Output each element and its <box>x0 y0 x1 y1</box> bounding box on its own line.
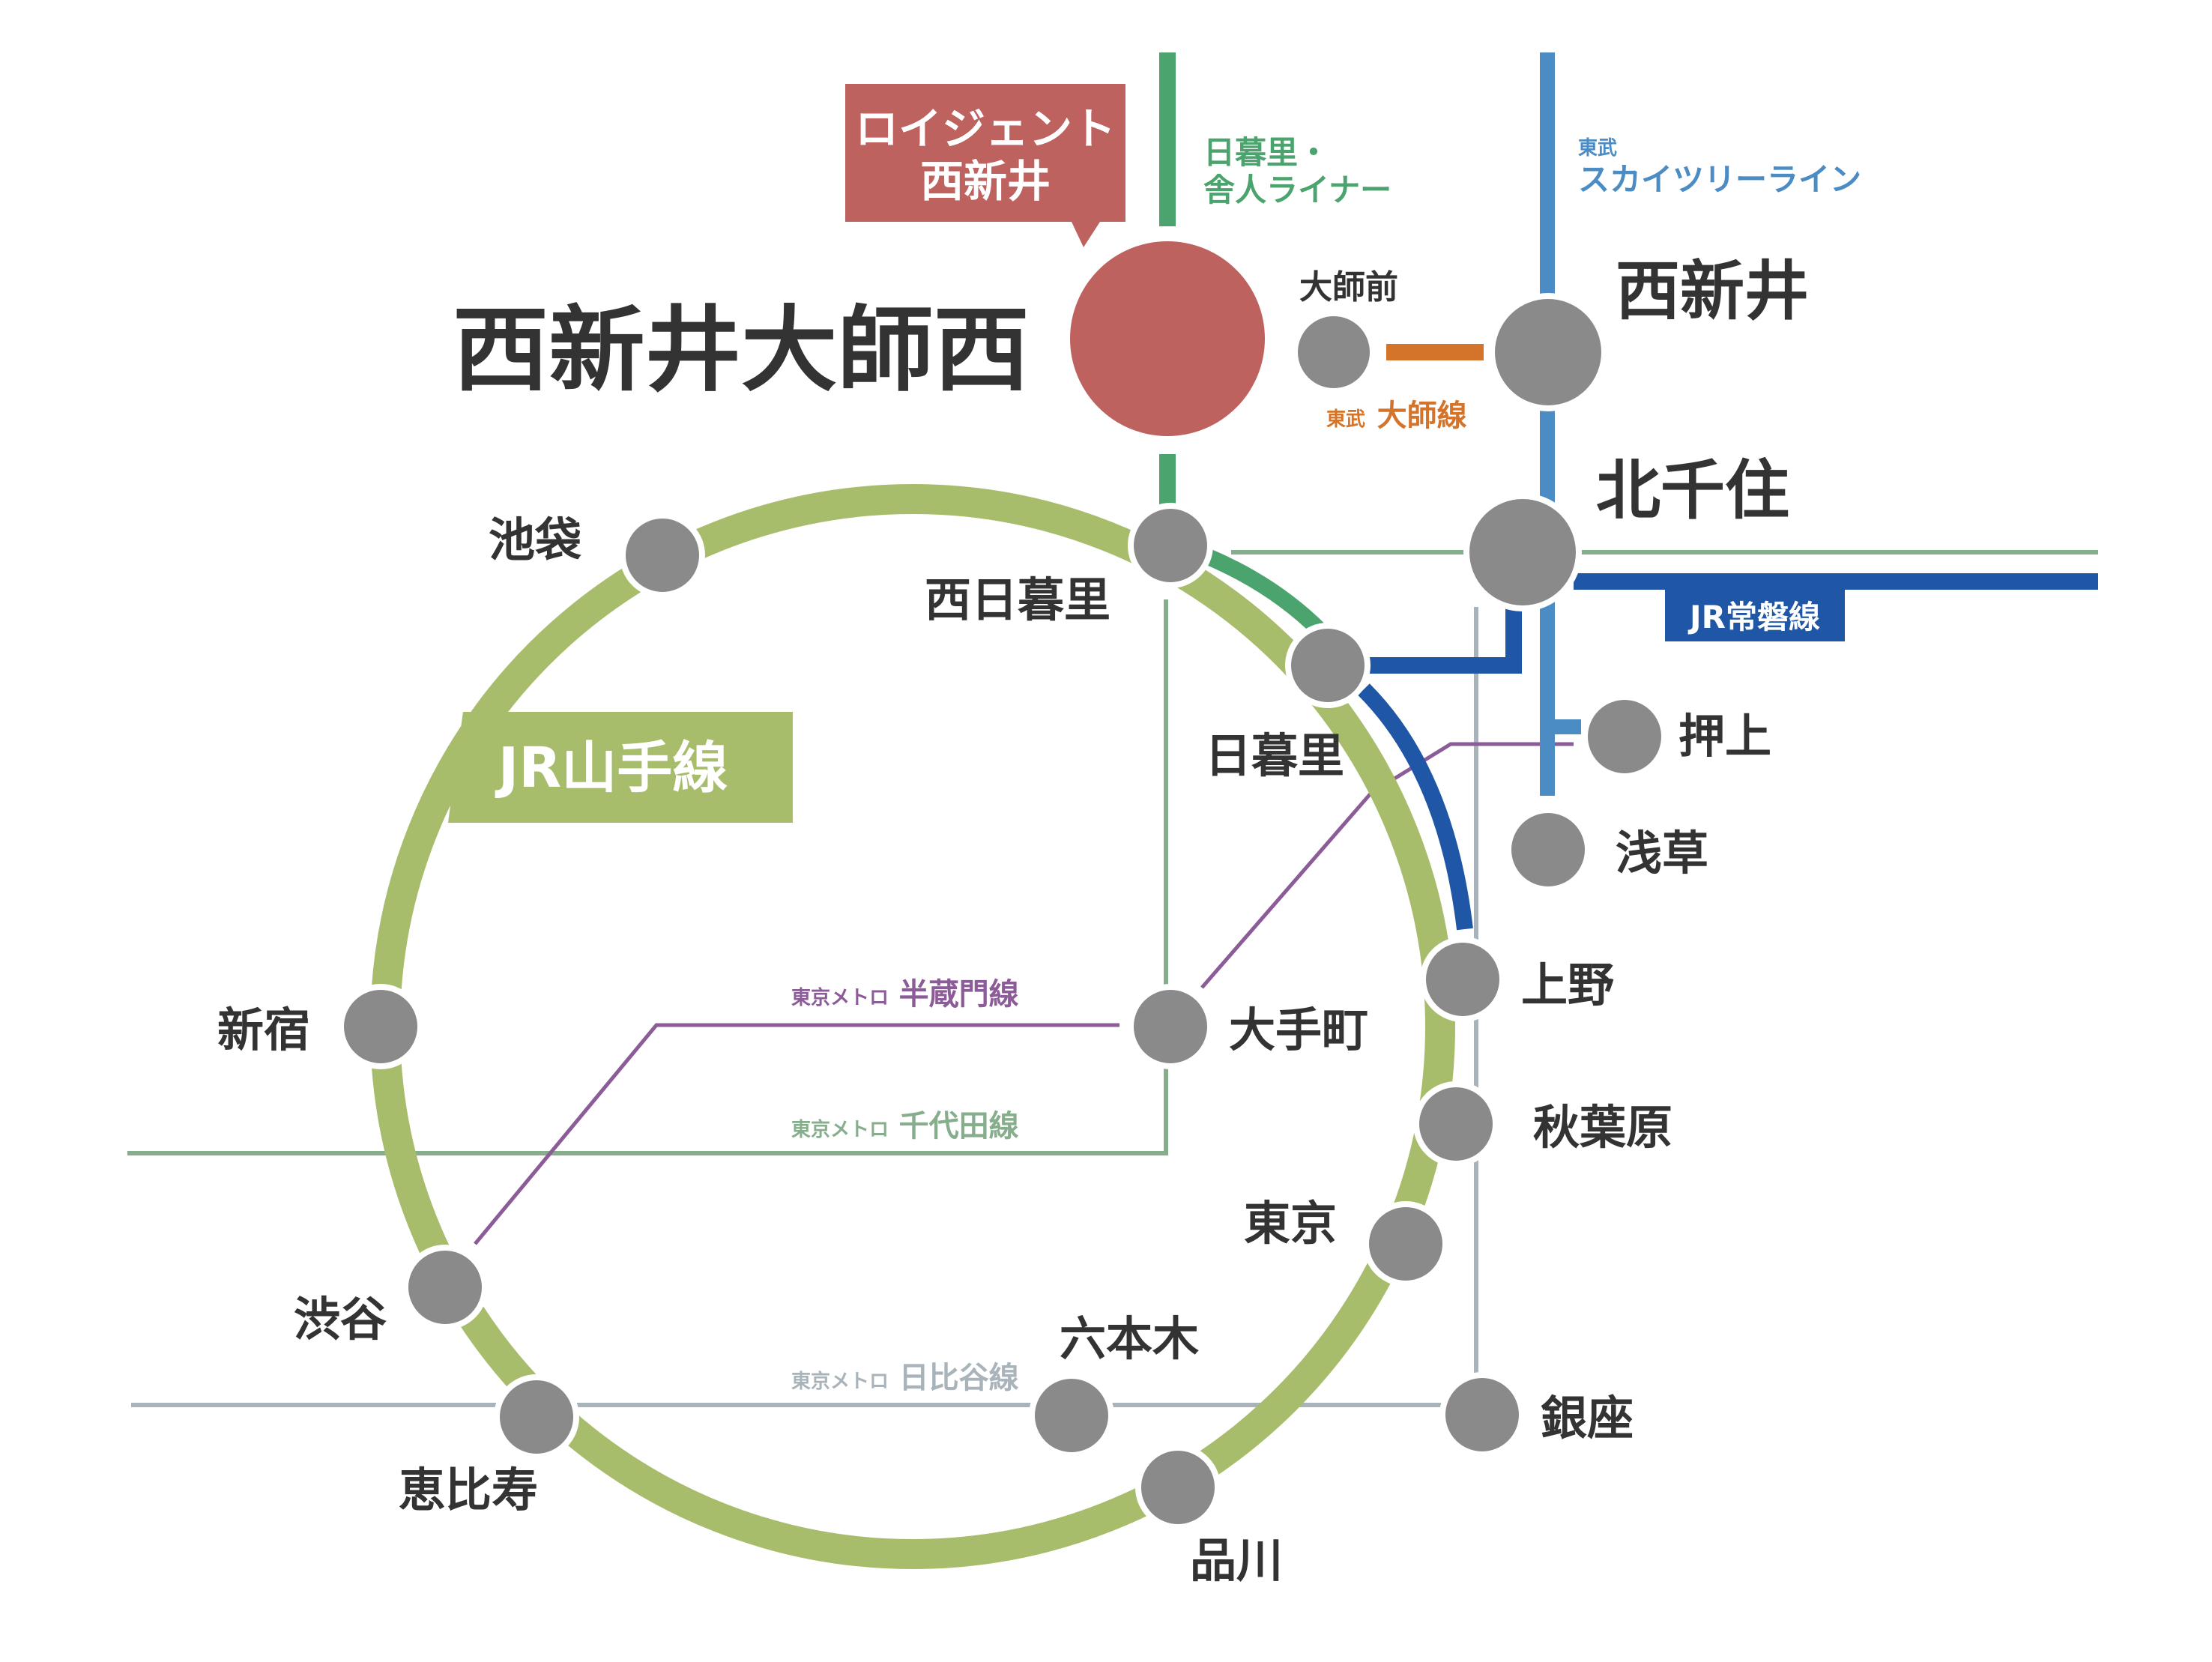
station-ebisu[interactable] <box>494 1374 579 1460</box>
highlight-station-label: 西新井大師西 <box>453 296 1030 405</box>
label-ikebukuro: 池袋 <box>489 513 581 567</box>
yamanote-label-bg <box>448 712 793 823</box>
station-markers <box>338 293 1667 1530</box>
station-oshiage[interactable] <box>1582 694 1667 779</box>
chiyoda-line <box>127 550 2098 1155</box>
hanzomon-line-label: 東京メトロ 半蔵門線 <box>791 977 1019 1012</box>
daishi-name-label: 大師線 <box>1377 399 1467 433</box>
station-otemachi[interactable] <box>1128 984 1213 1069</box>
label-otemachi: 大手町 <box>1229 1003 1368 1057</box>
label-oshiage: 押上 <box>1678 709 1771 764</box>
label-akihabara: 秋葉原 <box>1533 1100 1672 1155</box>
daishi-operator-label: 東武 <box>1326 408 1365 431</box>
skytree-operator-label: 東武 <box>1578 137 1617 160</box>
label-daishimae: 大師前 <box>1299 268 1398 306</box>
station-nippori[interactable] <box>1285 623 1371 708</box>
label-roppongi: 六本木 <box>1060 1311 1199 1366</box>
label-shinagawa: 品川 <box>1190 1533 1283 1588</box>
label-ebisu: 恵比寿 <box>399 1463 538 1517</box>
joban-line-label: JR常磐線 <box>1687 599 1820 635</box>
station-nishiarai-daishinishi[interactable] <box>1070 241 1265 436</box>
chiyoda-name-label: 千代田線 <box>899 1109 1019 1143</box>
chiyoda-operator-label: 東京メトロ <box>791 1118 889 1141</box>
chiyoda-line-label: 東京メトロ 千代田線 <box>791 1109 1019 1143</box>
label-nishiarai: 西新井 <box>1616 253 1809 329</box>
hibiya-operator-label: 東京メトロ <box>791 1370 889 1393</box>
joban-line <box>1358 573 2098 931</box>
yamanote-label: JR山手線 <box>495 736 728 800</box>
station-asakusa[interactable] <box>1505 807 1591 892</box>
label-ueno: 上野 <box>1521 958 1614 1012</box>
label-nippori: 日暮里 <box>1205 728 1344 783</box>
hanzomon-operator-label: 東京メトロ <box>791 986 889 1009</box>
station-shinjuku[interactable] <box>338 984 423 1069</box>
station-tokyo[interactable] <box>1363 1201 1448 1287</box>
hanzomon-name-label: 半蔵門線 <box>899 977 1019 1012</box>
label-shinjuku: 新宿 <box>217 1003 310 1057</box>
label-ginza: 銀座 <box>1541 1391 1634 1445</box>
joban-line-label-bg <box>1665 589 1845 641</box>
station-akihabara[interactable] <box>1413 1081 1499 1167</box>
station-kitasenju[interactable] <box>1463 493 1582 611</box>
station-nishinippori[interactable] <box>1128 503 1213 588</box>
callout-line2: 西新井 <box>920 156 1051 207</box>
hibiya-line-label: 東京メトロ 日比谷線 <box>791 1361 1019 1395</box>
nippori-green-segment <box>1203 548 1326 637</box>
station-roppongi[interactable] <box>1029 1373 1114 1458</box>
station-ueno[interactable] <box>1420 937 1505 1022</box>
nippori-toneri-label-2: 舎人ライナー <box>1203 172 1391 208</box>
station-ginza[interactable] <box>1439 1372 1525 1457</box>
station-shibuya[interactable] <box>402 1245 488 1330</box>
label-nishinippori: 西日暮里 <box>925 572 1110 627</box>
skytree-name-label: スカイツリーライン <box>1578 161 1861 198</box>
label-kitasenju: 北千住 <box>1596 453 1789 528</box>
daishi-line-label: 東武 大師線 <box>1326 399 1467 433</box>
station-shinagawa[interactable] <box>1135 1445 1221 1530</box>
nippori-toneri-label-1: 日暮里・ <box>1203 134 1329 171</box>
station-ikebukuro[interactable] <box>620 513 705 598</box>
callout-box <box>845 84 1125 247</box>
label-tokyo: 東京 <box>1244 1196 1337 1251</box>
callout-line1: ロイジェント <box>855 103 1116 154</box>
label-shibuya: 渋谷 <box>294 1292 387 1347</box>
label-asakusa: 浅草 <box>1616 826 1708 880</box>
station-daishimae[interactable] <box>1292 310 1376 394</box>
station-nishiarai[interactable] <box>1489 293 1607 411</box>
hibiya-name-label: 日比谷線 <box>899 1361 1019 1395</box>
